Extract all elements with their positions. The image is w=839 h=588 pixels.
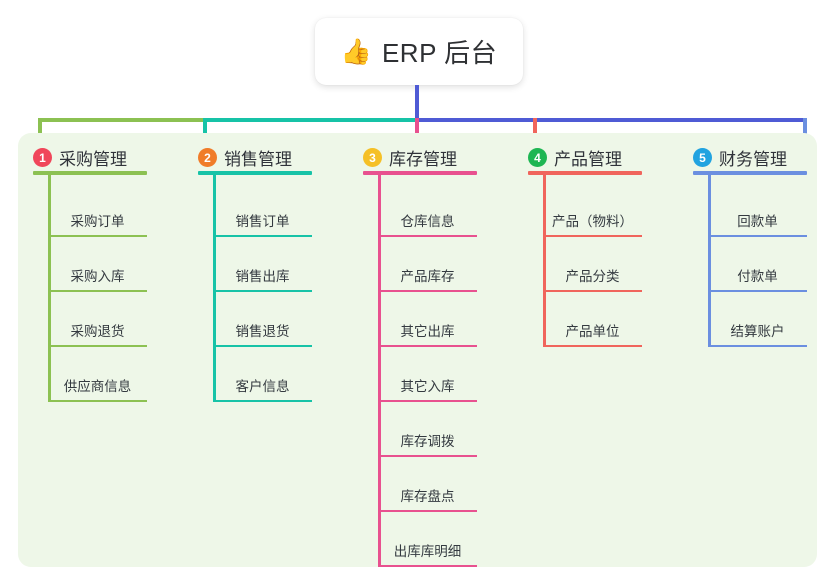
branch-spine	[48, 175, 51, 402]
branch-item[interactable]: 结算账户	[708, 292, 807, 347]
branch-item-underline	[213, 290, 312, 292]
branch-spine	[213, 175, 216, 402]
branch-item[interactable]: 销售出库	[213, 237, 312, 292]
connector-bar-right	[417, 118, 807, 122]
branch-item[interactable]: 产品单位	[543, 292, 642, 347]
branch-item-label: 结算账户	[730, 324, 785, 339]
branch-title: 财务管理	[719, 150, 787, 169]
branch-item[interactable]: 出库库明细	[378, 512, 477, 567]
branch-item-underline	[378, 455, 477, 457]
branch-item-underline	[378, 400, 477, 402]
connector-bar-left	[40, 118, 205, 122]
branch-title: 采购管理	[59, 150, 127, 169]
branch-underline	[693, 171, 807, 175]
branch-item[interactable]: 销售退货	[213, 292, 312, 347]
branch-item-underline	[48, 400, 147, 402]
branch-item-label: 销售出库	[235, 269, 290, 284]
branch-item-underline	[708, 290, 807, 292]
branch-item[interactable]: 付款单	[708, 237, 807, 292]
branch-number-badge: 4	[528, 148, 547, 167]
branch-item[interactable]: 仓库信息	[378, 182, 477, 237]
branch-item-underline	[543, 290, 642, 292]
root-title: ERP 后台	[381, 38, 498, 68]
branch-underline	[33, 171, 147, 175]
branch-title: 产品管理	[554, 150, 622, 169]
branch-item[interactable]: 产品（物料）	[543, 182, 642, 237]
branch-item[interactable]: 产品分类	[543, 237, 642, 292]
branch-underline	[198, 171, 312, 175]
branch-underline	[363, 171, 477, 175]
root-trunk-line	[415, 85, 419, 140]
root-node[interactable]: 👍 ERP 后台	[315, 18, 523, 85]
branch-number-badge: 2	[198, 148, 217, 167]
branch-item-label: 采购入库	[70, 269, 125, 284]
branch-underline	[528, 171, 642, 175]
branch-item[interactable]: 供应商信息	[48, 347, 147, 402]
branch-item-label: 其它入库	[400, 379, 455, 394]
branch-item[interactable]: 采购退货	[48, 292, 147, 347]
branches-panel: 1 采购管理采购订单采购入库采购退货供应商信息 2 销售管理销售订单销售出库销售退货客…	[18, 133, 817, 567]
branch-item-underline	[213, 400, 312, 402]
branch-item-underline	[48, 235, 147, 237]
branch-item-underline	[378, 345, 477, 347]
branch-item-label: 销售订单	[235, 214, 290, 229]
branch-item-label: 产品分类	[565, 269, 620, 284]
branch-item-underline	[378, 510, 477, 512]
branch-title: 库存管理	[389, 150, 457, 169]
branch-item-underline	[48, 345, 147, 347]
branch-item-label: 客户信息	[235, 379, 290, 394]
branch-item-underline	[378, 565, 477, 567]
branch-item-label: 出库库明细	[393, 544, 462, 559]
branch-header-1[interactable]: 1 采购管理	[33, 145, 127, 170]
branch-item-underline	[543, 235, 642, 237]
branch-item[interactable]: 客户信息	[213, 347, 312, 402]
branch-item-underline	[378, 235, 477, 237]
branch-item[interactable]: 库存调拨	[378, 402, 477, 457]
branch-item-underline	[213, 345, 312, 347]
branch-item-underline	[213, 235, 312, 237]
branch-number-badge: 3	[363, 148, 382, 167]
branch-item-label: 采购订单	[70, 214, 125, 229]
branch-header-3[interactable]: 3 库存管理	[363, 145, 457, 170]
branch-number-badge: 5	[693, 148, 712, 167]
branch-item[interactable]: 回款单	[708, 182, 807, 237]
branch-item[interactable]: 产品库存	[378, 237, 477, 292]
branch-spine	[708, 175, 711, 347]
branch-item-label: 销售退货	[235, 324, 290, 339]
branch-item-label: 产品单位	[565, 324, 620, 339]
branch-item-label: 产品（物料）	[552, 214, 633, 229]
branch-item-underline	[708, 235, 807, 237]
branch-item[interactable]: 其它入库	[378, 347, 477, 402]
thumbs-up-icon: 👍	[340, 37, 372, 66]
connector-bar-middle	[205, 118, 417, 122]
branch-item[interactable]: 其它出库	[378, 292, 477, 347]
branch-item-label: 仓库信息	[400, 214, 455, 229]
branch-item-underline	[378, 290, 477, 292]
branch-item-underline	[543, 345, 642, 347]
branch-header-4[interactable]: 4 产品管理	[528, 145, 622, 170]
branch-spine	[543, 175, 546, 347]
branch-item-label: 库存盘点	[400, 489, 455, 504]
branch-item-label: 库存调拨	[400, 434, 455, 449]
branch-spine	[378, 175, 381, 567]
branch-item[interactable]: 库存盘点	[378, 457, 477, 512]
branch-item-underline	[708, 345, 807, 347]
branch-item[interactable]: 销售订单	[213, 182, 312, 237]
branch-item-label: 回款单	[737, 214, 778, 229]
branch-item[interactable]: 采购订单	[48, 182, 147, 237]
branch-item-label: 其它出库	[400, 324, 455, 339]
branch-number-badge: 1	[33, 148, 52, 167]
branch-header-5[interactable]: 5 财务管理	[693, 145, 787, 170]
branch-item-label: 采购退货	[70, 324, 125, 339]
branch-item-label: 供应商信息	[63, 379, 132, 394]
branch-header-2[interactable]: 2 销售管理	[198, 145, 292, 170]
branch-item[interactable]: 采购入库	[48, 237, 147, 292]
branch-item-label: 产品库存	[400, 269, 455, 284]
branch-item-label: 付款单	[737, 269, 778, 284]
branch-title: 销售管理	[224, 150, 292, 169]
branch-item-underline	[48, 290, 147, 292]
